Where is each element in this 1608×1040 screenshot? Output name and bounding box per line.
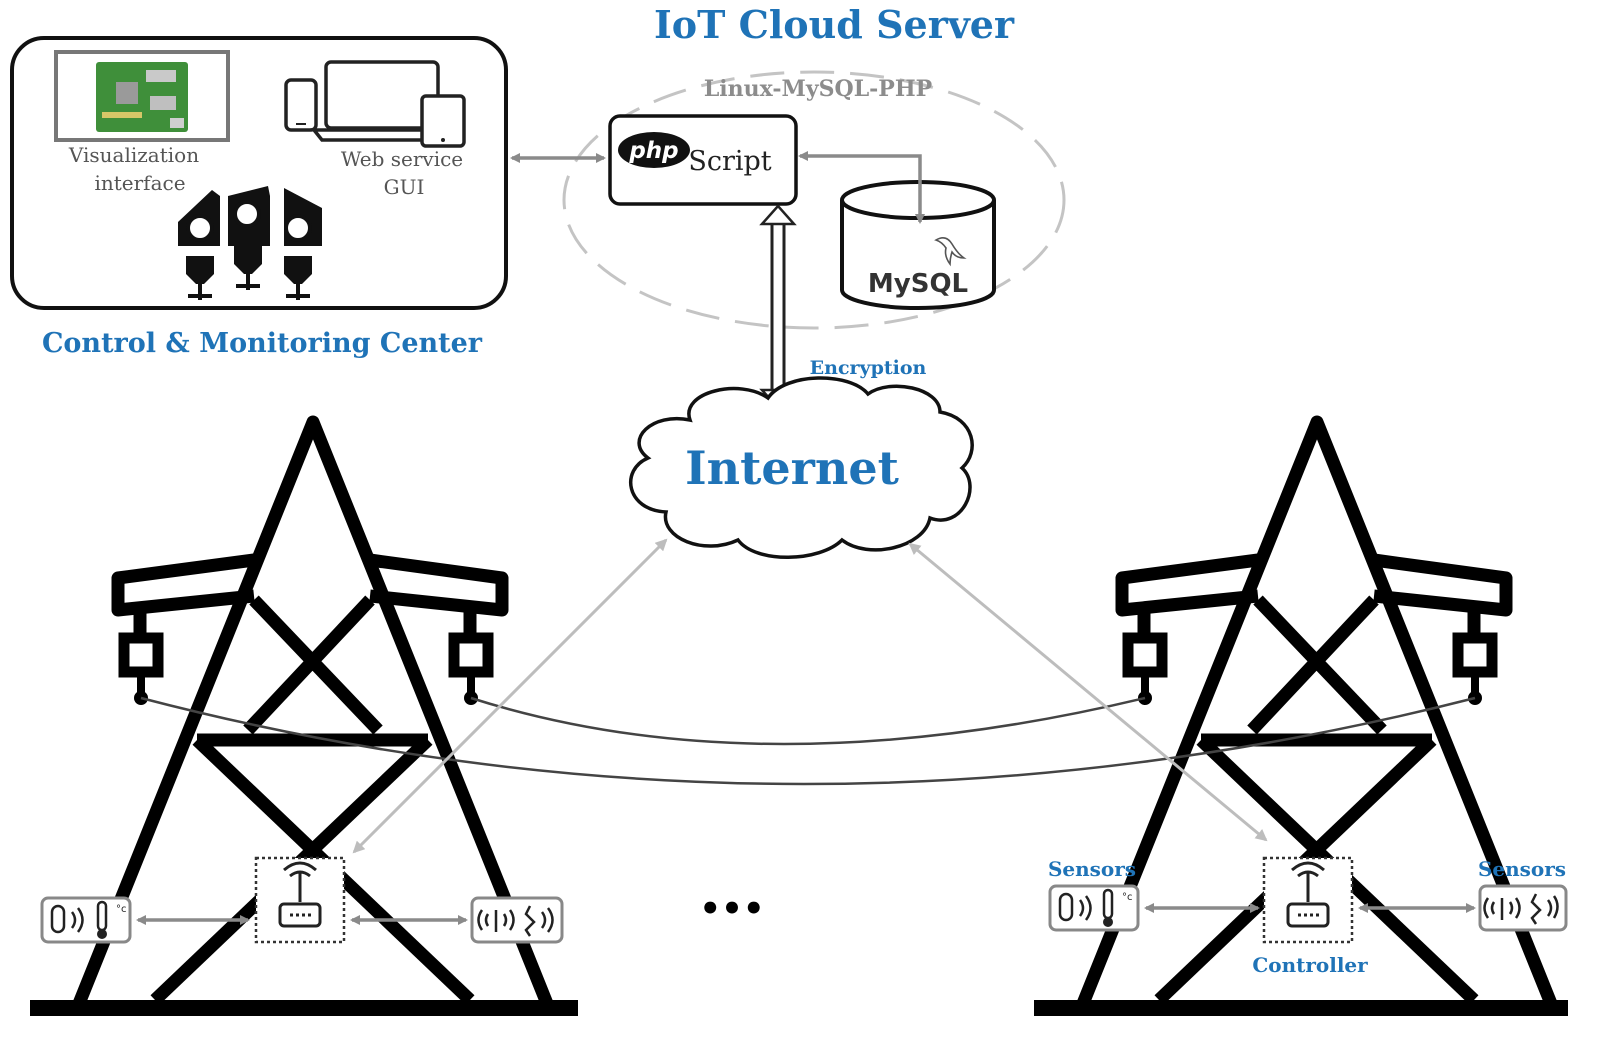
script-db-connector [798,151,925,224]
internet-cloud [629,376,974,559]
board-chip-icon [116,82,138,104]
visualization-label-line1: Visualization [68,143,199,167]
left-controller-internet-link [352,538,668,854]
stack-label: Linux-MySQL-PHP [704,76,932,102]
signal-icon [1078,895,1092,921]
left-actuators-box [470,896,564,944]
svg-text:°c: °c [1122,892,1133,903]
internet-label: Internet [685,441,899,495]
dolphin-icon [934,236,967,267]
right-sensors-box: °c [1048,884,1140,932]
mysql-label: MySQL [868,269,968,299]
control-center-title: Control & Monitoring Center [42,328,483,359]
vibration-icon [524,905,554,937]
visualization-label-line2: interface [94,171,185,195]
power-line-lower [140,696,1476,786]
right-sensors-left-label: Sensors [1048,857,1136,881]
php-logo-text: php [628,138,678,164]
cloud-server-title: IoT Cloud Server [654,2,1015,47]
mysql-database: MySQL [840,180,996,310]
right-actuators-box [1478,884,1568,932]
devices-icon [284,60,466,148]
right-controller [1262,856,1354,944]
encrypted-link [759,204,797,410]
iot-architecture-diagram: IoT Cloud Server Linux-MySQL-PHP php Scr… [10,2,1568,1024]
left-sensors-box: °c [40,896,132,944]
router-icon [283,861,317,902]
signal-icon [70,907,84,933]
antenna-icon [1483,897,1521,920]
script-label: Script [688,146,771,177]
web-service-label-line2: GUI [384,175,425,199]
gas-sensor-icon [1058,892,1074,922]
router-icon [1291,861,1325,902]
antenna-icon [477,909,515,932]
web-service-label-line1: Web service [341,147,463,171]
vibration-icon [1530,893,1559,925]
cloud-server-boundary [562,70,1066,330]
php-logo-icon [618,132,690,168]
php-script-box: php Script [608,114,798,206]
control-center-panel: Visualization interface Web service GUI [10,36,508,310]
encryption-label: Encryption [810,357,927,379]
svg-text:°c: °c [116,904,127,915]
gas-sensor-icon [50,904,66,934]
right-controller-internet-link [908,542,1268,842]
controller-label: Controller [1252,953,1368,977]
operators-icon [178,186,322,300]
power-line-upper [470,696,1146,746]
visualization-interface [54,50,230,142]
left-controller [254,856,346,944]
more-towers-ellipsis: ••• [699,889,764,929]
right-sensors-right-label: Sensors [1478,857,1566,881]
